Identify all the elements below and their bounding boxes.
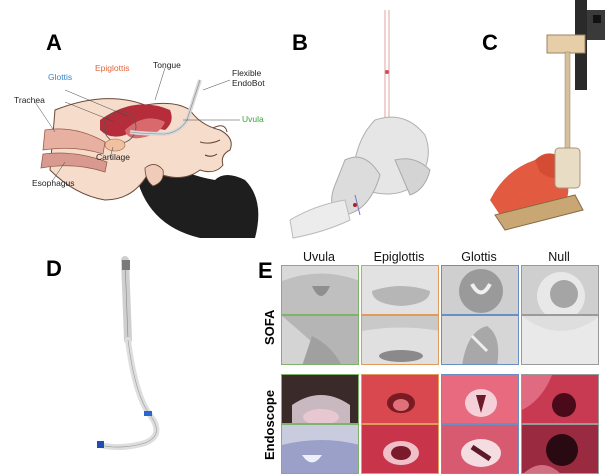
sofa-glottis-bottom [441, 315, 519, 365]
row-header-endoscope: Endoscope [262, 390, 277, 460]
column-header-null: Null [520, 250, 598, 264]
row-header-sofa: SOFA [262, 310, 277, 345]
endoscope-uvula-bottom [281, 424, 359, 474]
label-cartilage: Cartilage [96, 152, 130, 162]
endoscope-glottis-bottom [441, 424, 519, 474]
endoscope-uvula-top [281, 374, 359, 424]
label-uvula: Uvula [242, 114, 264, 124]
sofa-glottis-top [441, 265, 519, 315]
column-header-glottis: Glottis [440, 250, 518, 264]
endoscope-epiglottis-top [361, 374, 439, 424]
label-trachea: Trachea [14, 95, 45, 105]
column-header-uvula: Uvula [280, 250, 358, 264]
label-tongue: Tongue [153, 60, 181, 70]
endoscope-glottis-top [441, 374, 519, 424]
label-epiglottis: Epiglottis [95, 63, 130, 73]
panel-d-letter: D [46, 256, 62, 282]
panel-e-letter: E [258, 258, 273, 284]
simulation-model [285, 10, 465, 240]
robot-photo [465, 0, 613, 235]
label-glottis: Glottis [48, 72, 72, 82]
endoscope-epiglottis-bottom [361, 424, 439, 474]
sofa-epiglottis-top [361, 265, 439, 315]
sofa-null-top [521, 265, 599, 315]
endoscope-null-bottom [521, 424, 599, 474]
sofa-epiglottis-bottom [361, 315, 439, 365]
sofa-uvula-bottom [281, 315, 359, 365]
endobot-device [80, 255, 260, 455]
label-endobot: EndoBot [232, 78, 265, 88]
column-header-epiglottis: Epiglottis [360, 250, 438, 264]
sofa-null-bottom [521, 315, 599, 365]
label-flexible: Flexible [232, 68, 261, 78]
sofa-uvula-top [281, 265, 359, 315]
endoscope-null-top [521, 374, 599, 424]
label-esophagus: Esophagus [32, 178, 75, 188]
